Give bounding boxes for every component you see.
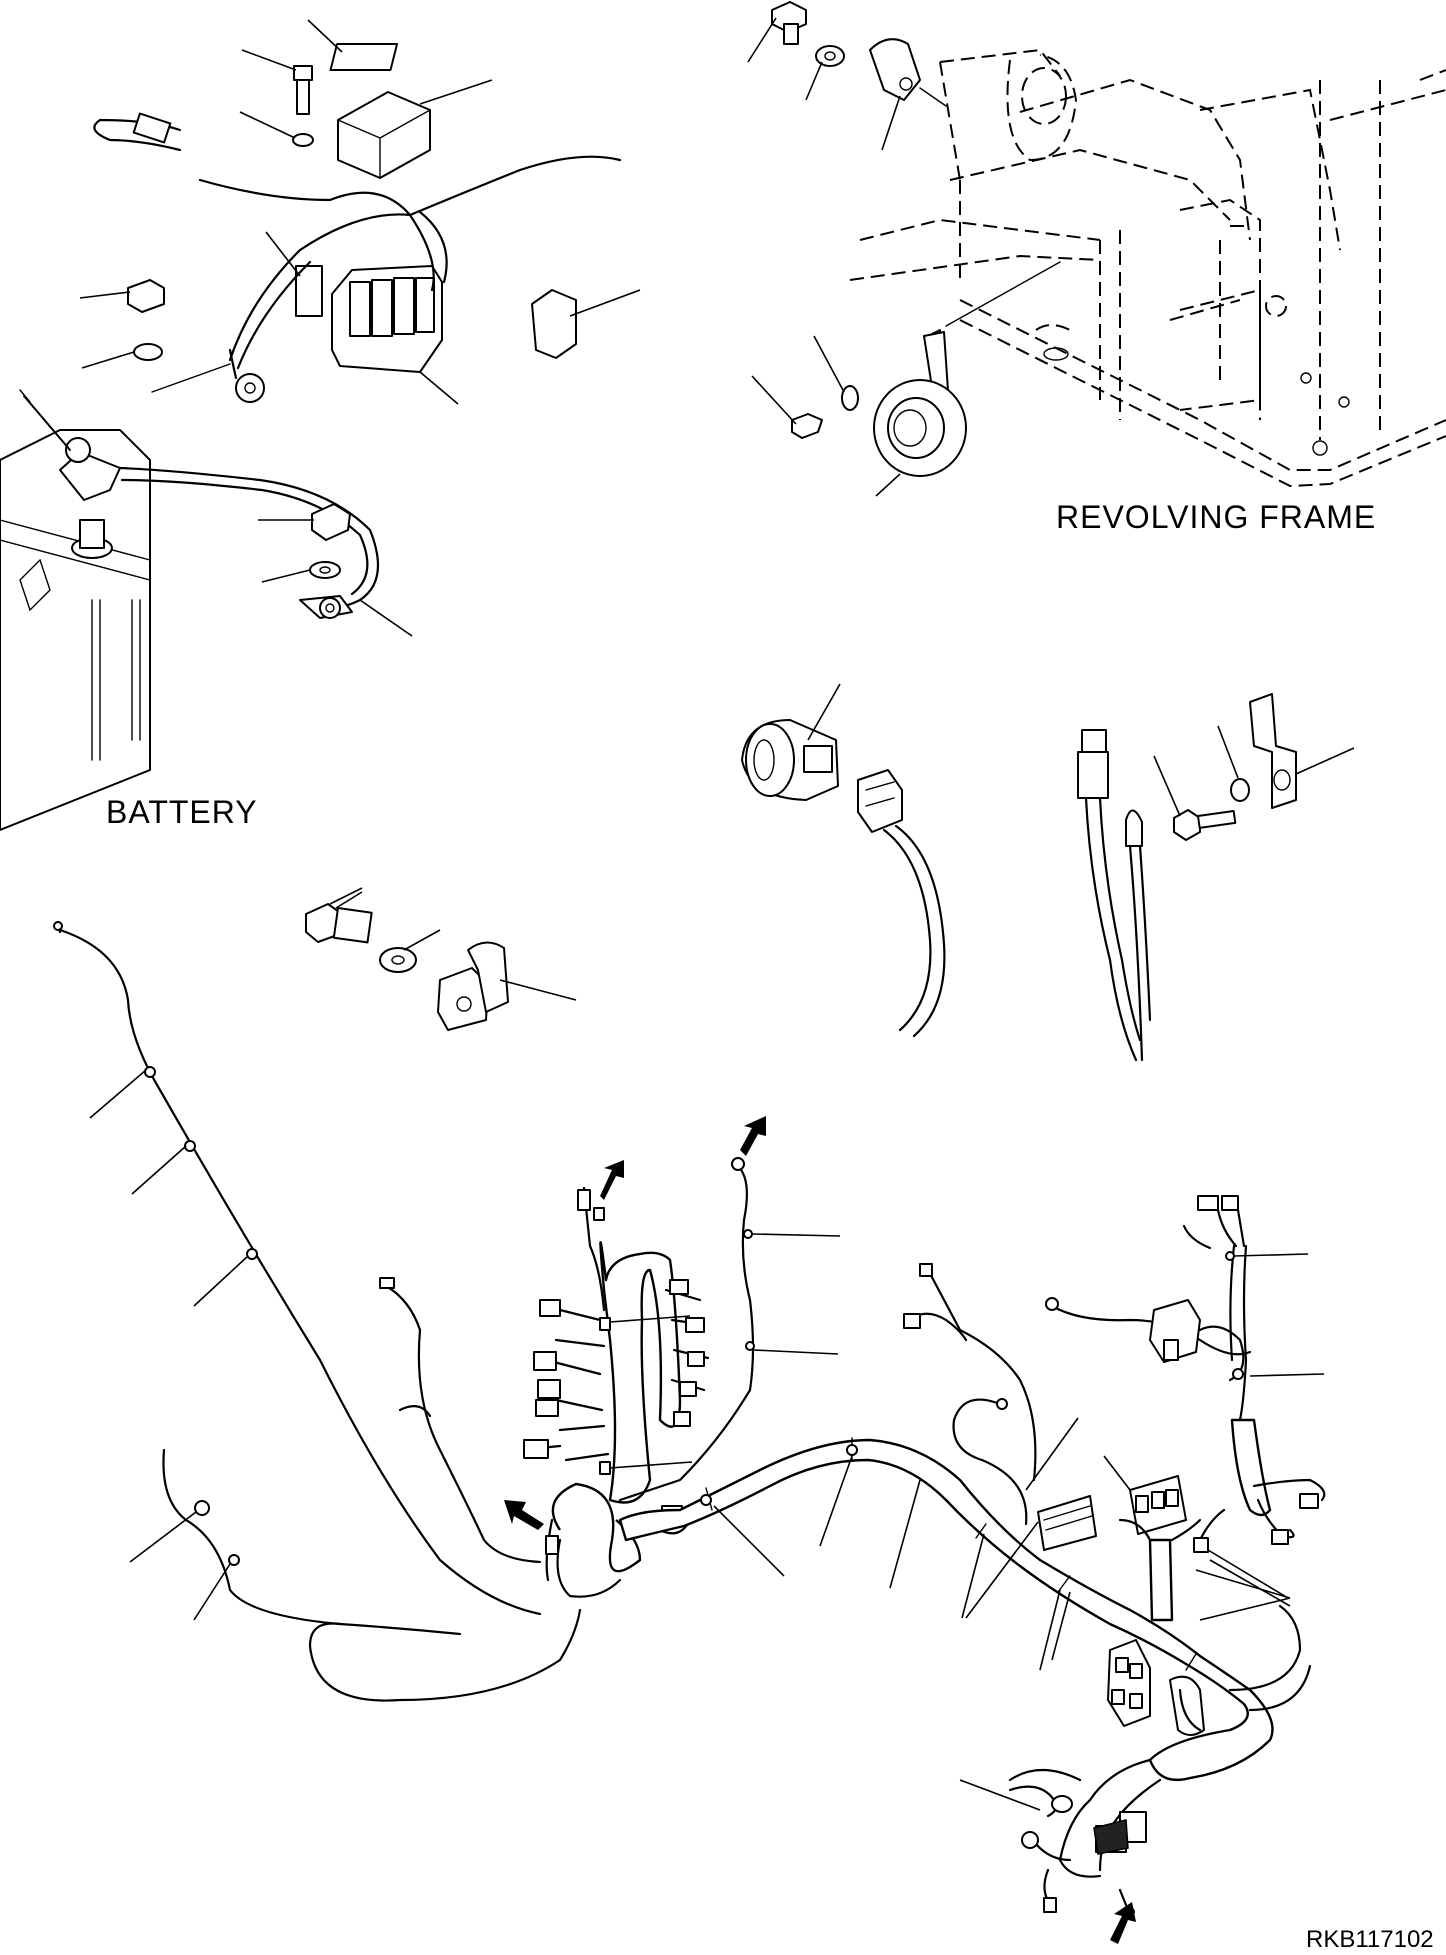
socket-connector bbox=[741, 683, 946, 1038]
main-wiring-harness bbox=[53, 920, 1326, 1944]
revolving-frame-label: REVOLVING FRAME bbox=[1056, 499, 1376, 535]
battery-assembly bbox=[0, 389, 413, 831]
ground-bracket-assembly bbox=[1077, 693, 1355, 1062]
drawing-code-label: RKB117102 bbox=[1306, 1926, 1434, 1953]
fuse-box-assembly bbox=[79, 19, 641, 405]
battery-label: BATTERY bbox=[106, 794, 258, 830]
clamp-bolt-assembly bbox=[305, 887, 577, 1031]
horn-assembly bbox=[747, 1, 1446, 497]
